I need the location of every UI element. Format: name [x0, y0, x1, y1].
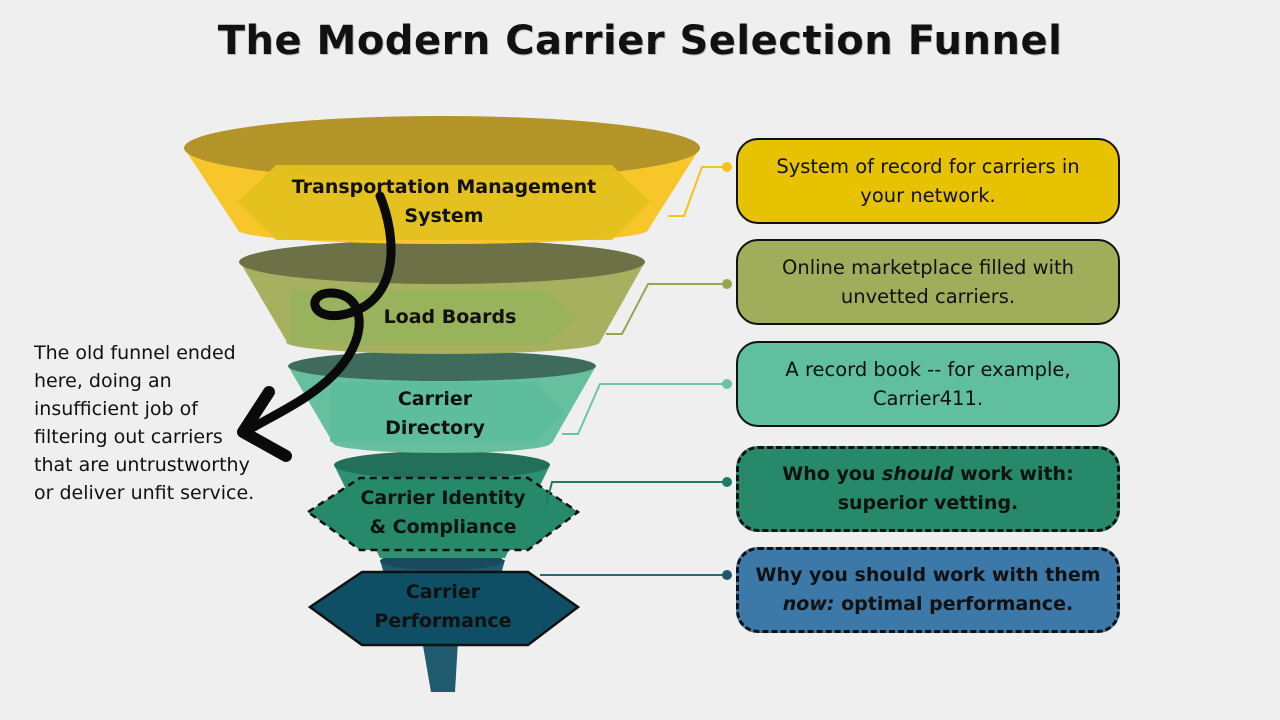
- description-box-directory: A record book -- for example, Carrier411…: [736, 341, 1120, 427]
- stage-label-tms: Transportation Management System: [291, 176, 597, 227]
- stage-label-directory: Carrier Directory: [385, 388, 485, 439]
- description-box-load-boards: Online marketplace filled with unvetted …: [736, 239, 1120, 325]
- identity-hexagon: [305, 476, 581, 552]
- performance-hexagon: [307, 570, 581, 647]
- directory-cone-top: [288, 351, 596, 381]
- page-title: The Modern Carrier Selection Funnel: [217, 18, 1063, 64]
- connector-tms: [668, 162, 732, 217]
- description-box-performance: Why you should work with them now: optim…: [736, 547, 1120, 633]
- funnel-spout: [422, 640, 458, 692]
- connector-performance: [540, 570, 732, 580]
- connector-identity: [545, 477, 732, 506]
- connector-load-boards: [606, 279, 732, 335]
- stage-label-performance: Carrier Performance: [374, 581, 512, 632]
- directory-arrow-band: [330, 382, 566, 442]
- curved-loop-arrow-icon: [237, 191, 396, 462]
- performance-description-line-2: now: optimal performance.: [782, 593, 1074, 615]
- identity-description-line-1: Who you should work with:: [782, 463, 1074, 485]
- stage-label-load-boards: Load Boards: [383, 306, 517, 328]
- load-boards-cone-top: [239, 240, 645, 284]
- description-box-identity: Who you should work with: superior vetti…: [736, 446, 1120, 532]
- emphasized-word: should: [882, 463, 954, 485]
- tms-arrow-band: [238, 165, 650, 240]
- side-note: The old funnel ended here, doing an insu…: [34, 342, 255, 504]
- description-box-tms: System of record for carriers in your ne…: [736, 138, 1120, 224]
- connector-directory: [562, 379, 732, 435]
- emphasized-word: now:: [782, 593, 835, 615]
- identity-cone-top: [334, 451, 550, 479]
- tms-cone-top: [184, 116, 700, 180]
- stage-label-identity: Carrier Identity & Compliance: [360, 487, 526, 538]
